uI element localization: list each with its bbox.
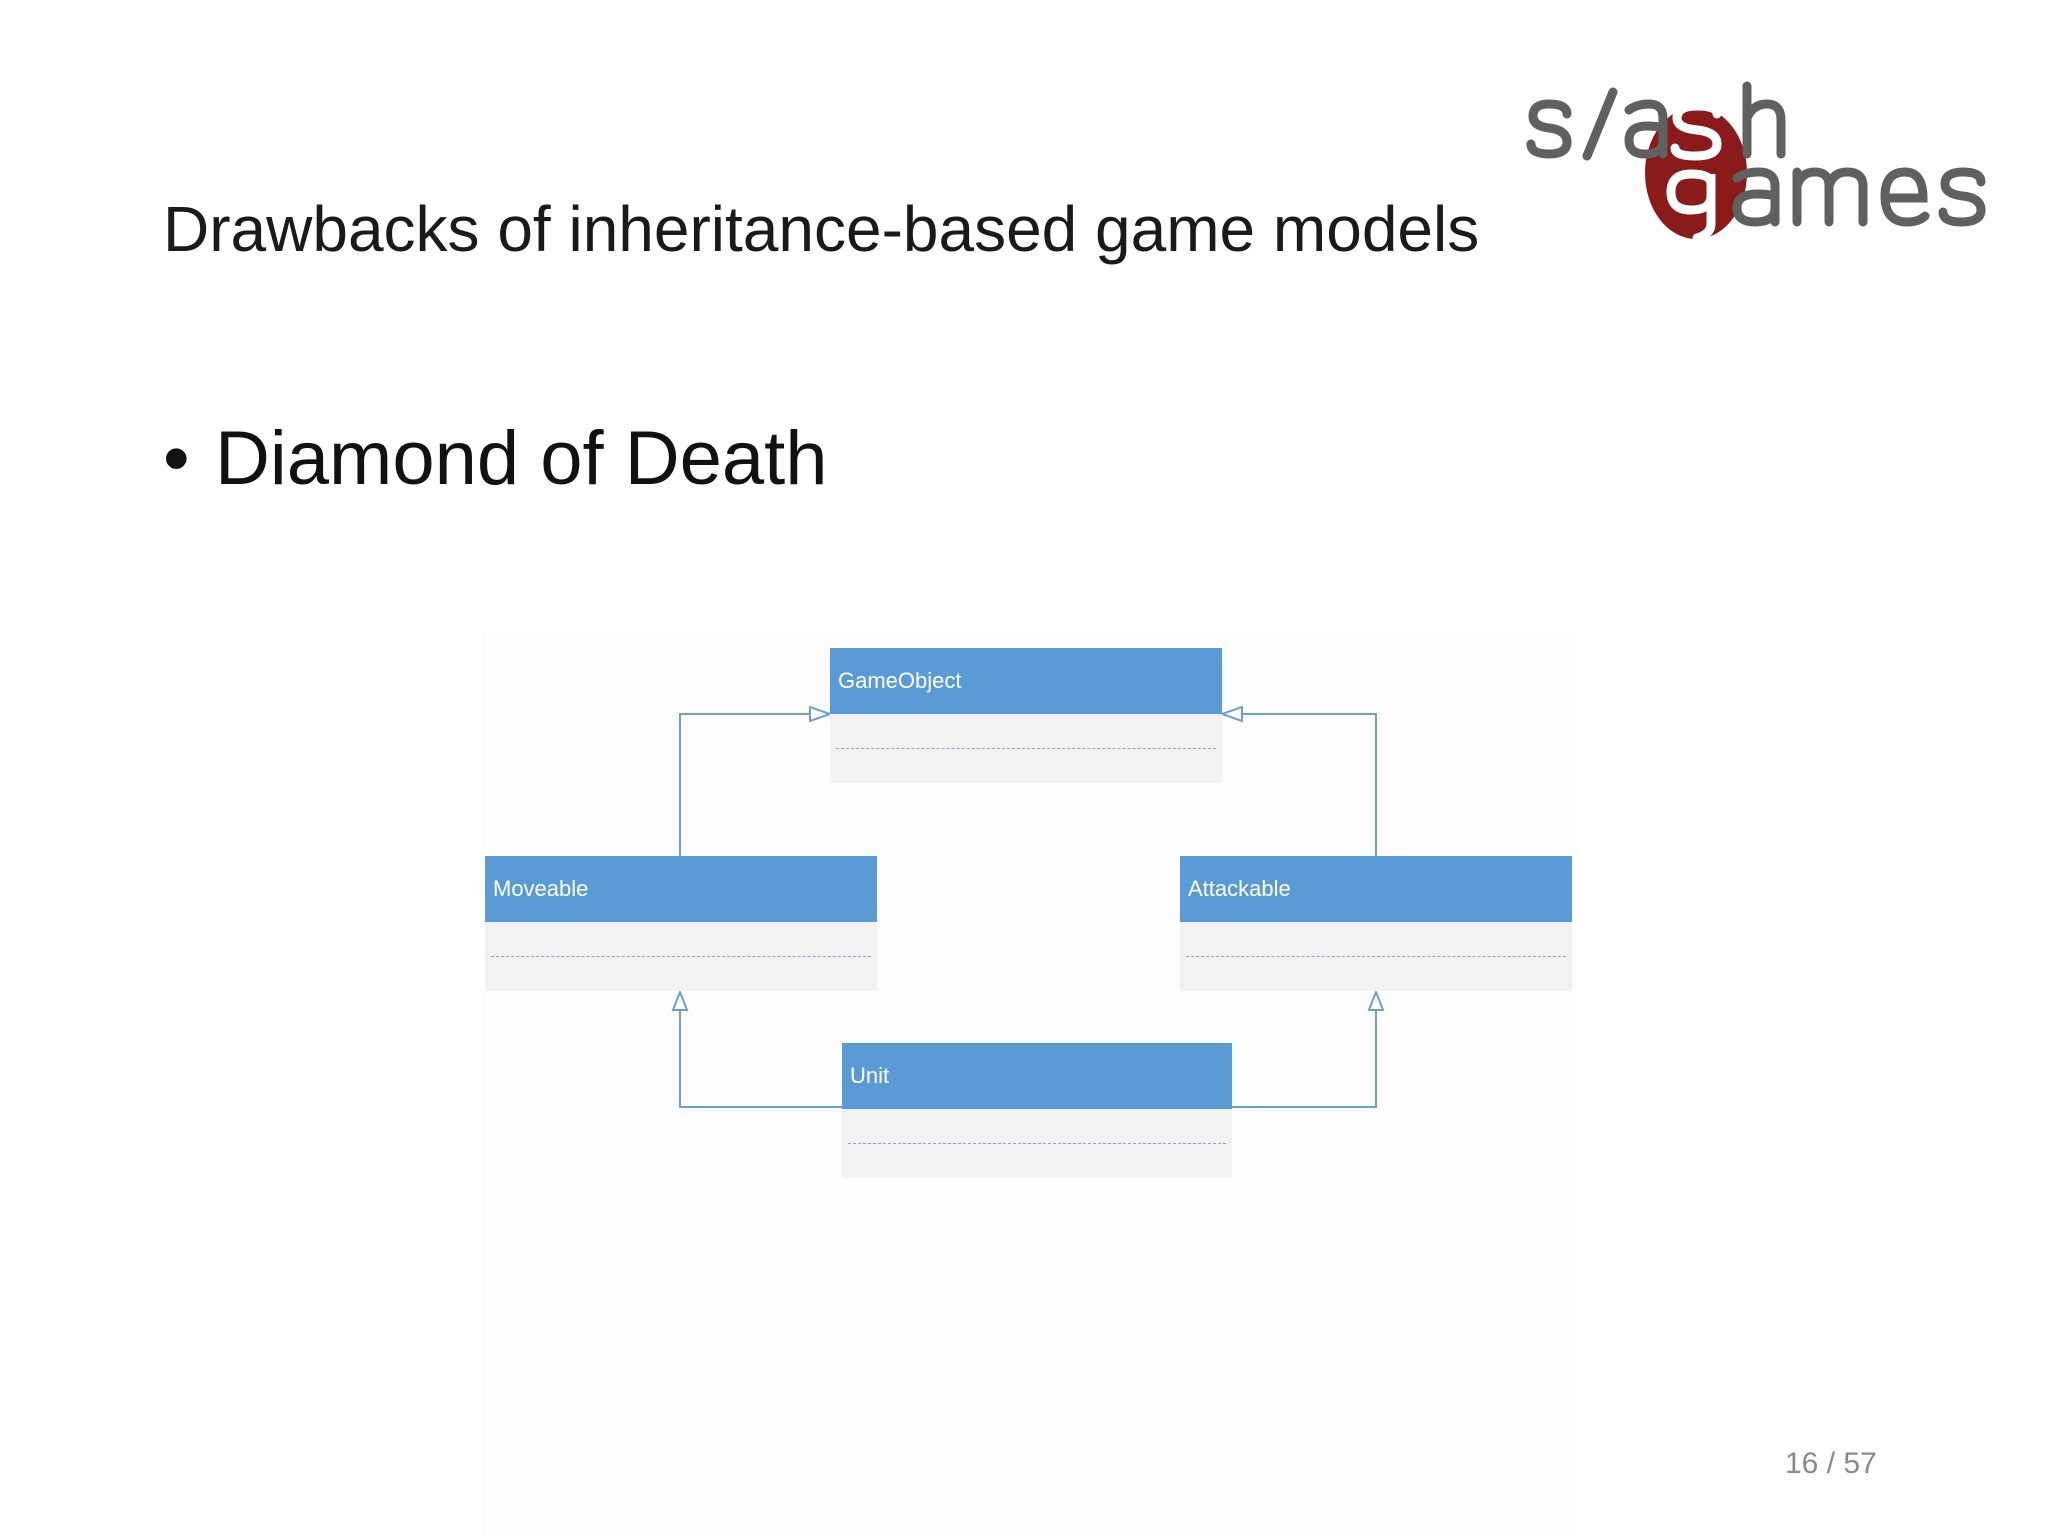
bullet-text: Diamond of Death	[215, 416, 828, 501]
class-moveable: Moveable	[485, 856, 877, 991]
class-attackable: Attackable	[1180, 856, 1572, 991]
slash-games-logo	[1525, 74, 2045, 254]
class-gameobject: GameObject	[830, 648, 1222, 783]
class-unit: Unit	[842, 1043, 1232, 1178]
class-moveable-name: Moveable	[485, 856, 877, 922]
logo-top-letters	[1526, 81, 1786, 161]
class-moveable-attributes	[491, 922, 871, 957]
class-attackable-operations	[1180, 957, 1572, 991]
class-attackable-attributes	[1186, 922, 1566, 957]
logo-bottom-letters	[1732, 167, 1986, 227]
slide-title: Drawbacks of inheritance-based game mode…	[163, 193, 1480, 265]
class-moveable-operations	[485, 957, 877, 991]
class-attackable-name: Attackable	[1180, 856, 1572, 922]
class-unit-operations	[842, 1144, 1232, 1178]
logo-graphic	[1526, 81, 1986, 243]
class-unit-attributes	[848, 1109, 1226, 1144]
bullet-dot: •	[163, 416, 190, 501]
bullet-item: • Diamond of Death	[163, 415, 828, 502]
logo-white-g	[1666, 169, 1716, 243]
class-gameobject-attributes	[836, 714, 1216, 749]
class-unit-name: Unit	[842, 1043, 1232, 1109]
page-indicator: 16 / 57	[1785, 1447, 1877, 1480]
class-gameobject-operations	[830, 749, 1222, 783]
logo-white-s	[1670, 101, 1722, 161]
class-gameobject-name: GameObject	[830, 648, 1222, 714]
